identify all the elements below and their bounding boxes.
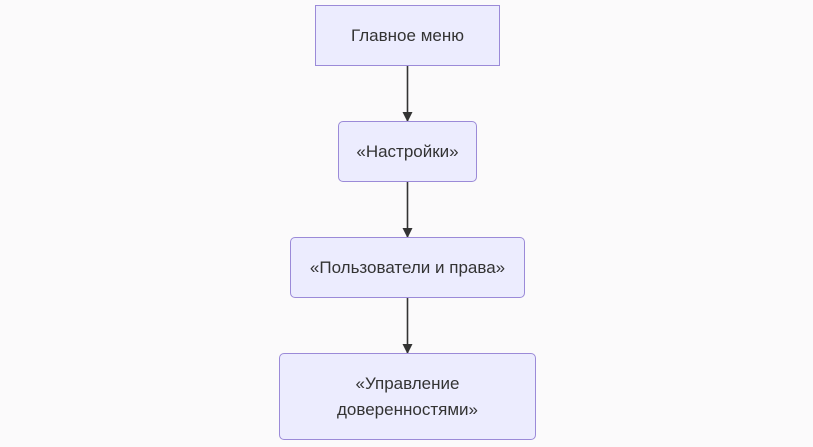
node-main-menu-label: Главное меню (351, 25, 464, 45)
node-users-and-rights-label: «Пользователи и права» (309, 257, 506, 277)
node-settings: «Настройки» (338, 121, 477, 182)
node-main-menu: Главное меню (315, 5, 500, 66)
node-proxy-management: «Управление доверенностями» (279, 353, 536, 440)
node-settings-label: «Настройки» (356, 141, 459, 161)
node-proxy-management-label: «Управление доверенностями» (337, 373, 478, 419)
node-users-and-rights: «Пользователи и права» (290, 237, 525, 298)
